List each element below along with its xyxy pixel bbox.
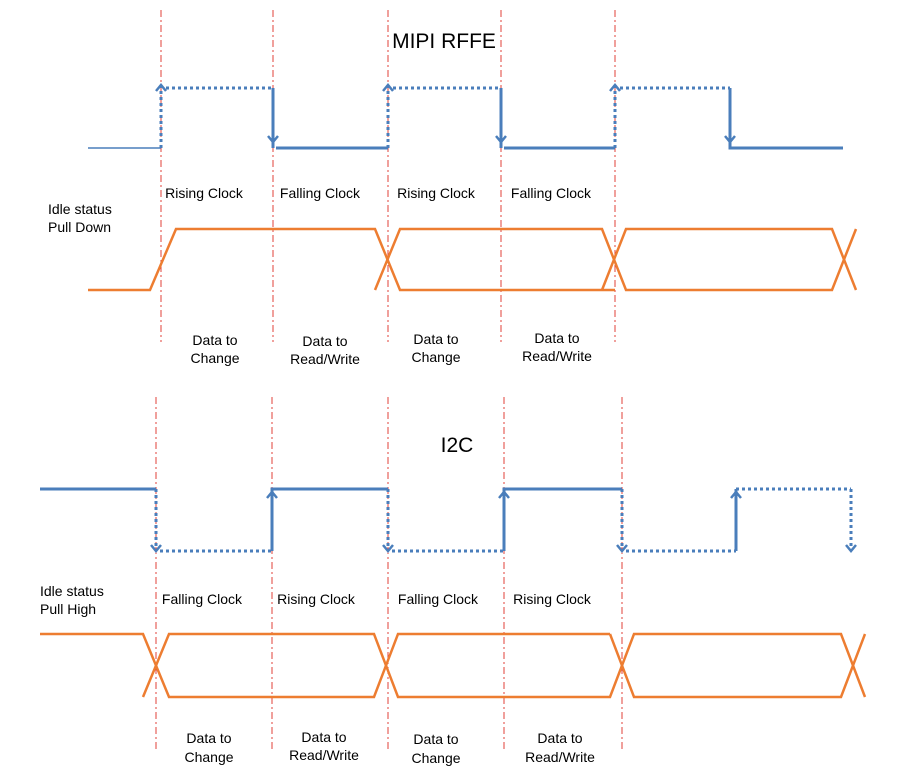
i2c-data-label: Data to [301,729,346,745]
rffe-falling-edge-3 [728,88,843,150]
rffe-guide-lines [160,10,616,342]
rffe-idle-pull-label: Pull Down [48,219,111,235]
i2c-data-label: Change [184,749,233,765]
rffe-edge-label: Rising Clock [397,185,476,201]
i2c-clock-waveform [40,487,857,553]
rffe-idle-status-label: Idle status [48,201,112,217]
rffe-edge-label: Rising Clock [165,185,244,201]
rffe-data-waveform [88,227,858,292]
i2c-edge-label: Falling Clock [398,591,479,607]
rffe-data-segment [600,227,858,291]
i2c-data-segment [141,632,867,699]
i2c-data-label: Data to [413,731,458,747]
i2c-data-label: Read/Write [289,747,359,763]
rffe-data-label: Data to [413,331,458,347]
rffe-data-label: Data to [534,330,579,346]
i2c-edge-label: Rising Clock [513,591,592,607]
i2c-data-segment [608,633,867,699]
i2c-data-label: Read/Write [525,749,595,765]
i2c-guide-lines [155,397,623,752]
i2c-data-label: Change [411,750,460,766]
rffe-edge-label: Falling Clock [511,185,592,201]
rffe-edge-label: Falling Clock [280,185,361,201]
rffe-title: MIPI RFFE [392,30,496,53]
i2c-idle-status-label: Idle status [40,583,104,599]
rffe-data-label: Change [190,350,239,366]
i2c-rising-edge-1 [270,487,388,551]
rffe-data-segment [88,227,615,292]
i2c-rising-edge-2 [502,487,622,551]
i2c-idle-pull-label: Pull High [40,601,96,617]
i2c-edge-label: Falling Clock [162,591,243,607]
rffe-clock-waveform [88,83,843,150]
rffe-data-label: Read/Write [290,351,360,367]
i2c-section: I2C [40,397,867,766]
rffe-data-label: Read/Write [522,348,592,364]
rffe-data-label: Change [411,349,460,365]
i2c-data-label: Data to [186,730,231,746]
i2c-data-segment [40,632,610,699]
rffe-section: MIPI RFFE [48,10,858,367]
rffe-data-label: Data to [302,333,347,349]
i2c-title: I2C [441,434,474,457]
rffe-data-label: Data to [192,332,237,348]
i2c-data-waveform [40,632,867,699]
i2c-data-label: Data to [537,730,582,746]
i2c-edge-label: Rising Clock [277,591,356,607]
